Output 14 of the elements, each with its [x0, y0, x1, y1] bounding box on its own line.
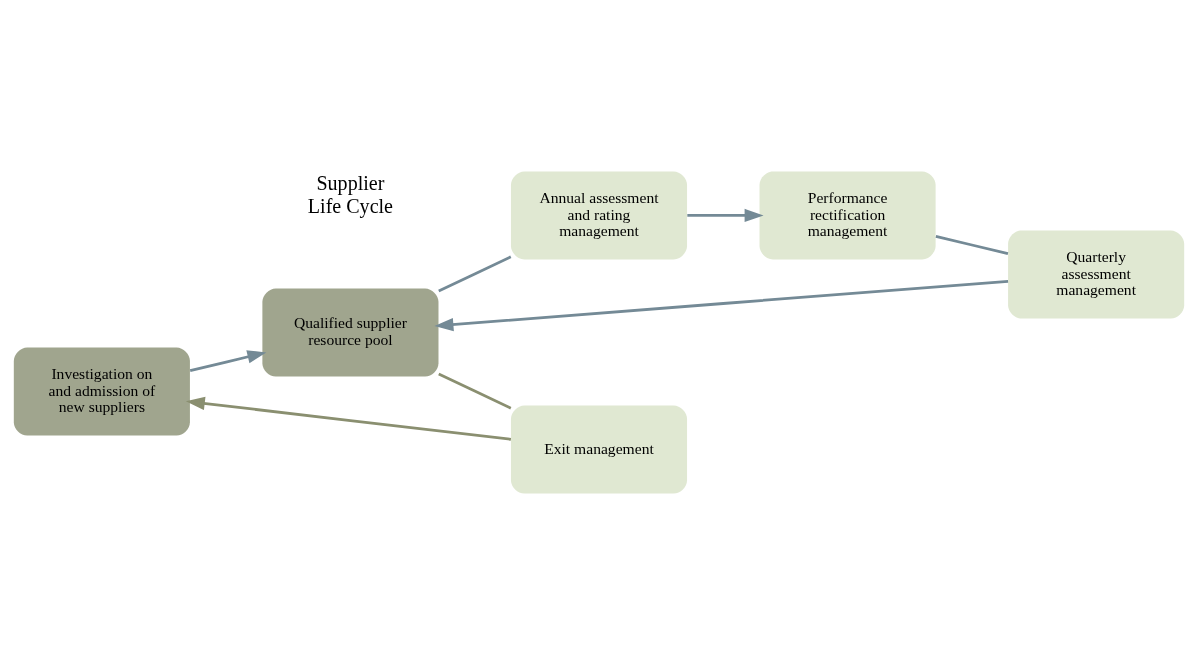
connector: [438, 372, 512, 409]
node-box: Exit management: [510, 405, 688, 494]
node-box: Qualified supplier resource pool: [262, 287, 439, 376]
label: Supplier Life Cycle: [307, 171, 394, 217]
node-box: Performance rectification management: [759, 170, 936, 259]
node-box: Quarterly assessment management: [1008, 230, 1185, 319]
arrow: [185, 396, 512, 441]
connector: [438, 255, 512, 292]
node-box: Investigation on and admission of new suppliers: [13, 347, 190, 436]
connector: [935, 234, 1009, 255]
arrow: [189, 349, 267, 372]
arrow: [434, 279, 1009, 331]
arrow: [687, 208, 764, 222]
node-box: Annual assessment and rating management: [510, 170, 688, 259]
